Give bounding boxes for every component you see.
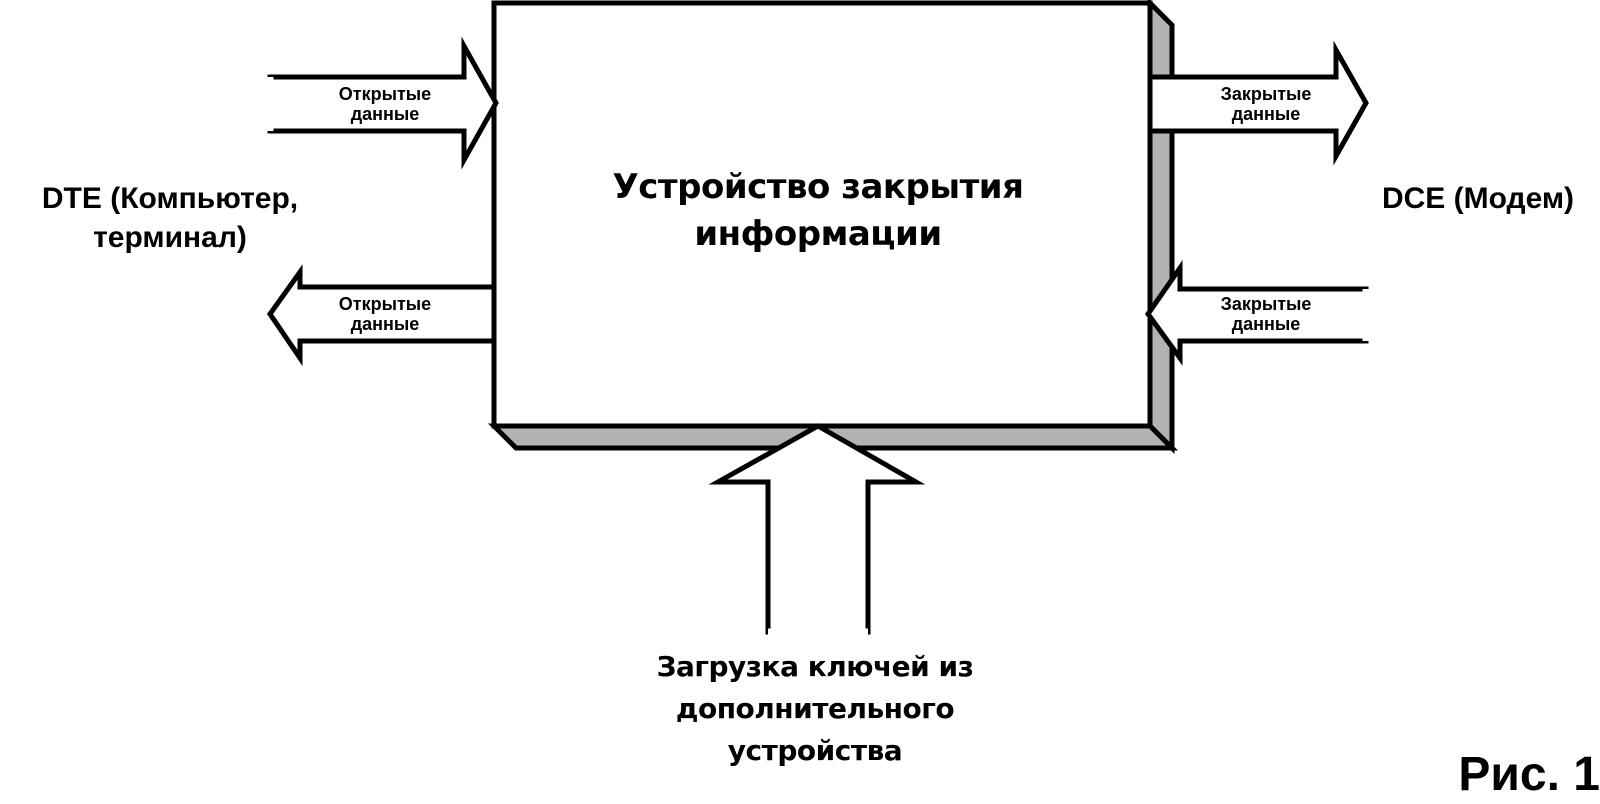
arrow-key-load	[708, 423, 926, 636]
arrow-left-out-label: Открытые данные	[305, 294, 465, 334]
dce-label-line1: DCE (Модем)	[1381, 182, 1575, 215]
arrow-left-in-label-line1: Открытые	[338, 84, 432, 104]
arrow-right-in-label-line1: Закрытые	[1220, 294, 1312, 314]
dte-label: DTE (Компьютер, терминал)	[0, 179, 340, 257]
main-block-label-line1: Устройство закрытия	[612, 167, 1024, 207]
arrow-right-in	[1144, 260, 1370, 366]
arrow-right-out-label: Закрытые данные	[1186, 84, 1346, 124]
key-source-label: Загрузка ключей из дополнительного устро…	[605, 646, 1025, 772]
key-source-label-line3: устройства	[727, 734, 903, 767]
arrow-left-in-label-line2: данные	[350, 104, 420, 125]
key-source-label-line2: дополнительного	[675, 692, 955, 725]
arrow-right-in-label-line2: данные	[1231, 314, 1301, 335]
main-block	[491, 0, 1153, 429]
key-source-label-line1: Загрузка ключей из	[656, 650, 974, 683]
main-block-label: Устройство закрытия информации	[538, 164, 1098, 258]
arrow-left-out-label-line2: данные	[350, 314, 420, 335]
arrow-left-in-label: Открытые данные	[305, 84, 465, 124]
arrow-right-out	[1147, 40, 1369, 166]
arrow-right-out-label-line1: Закрытые	[1220, 84, 1312, 104]
dte-label-line1: DTE (Компьютер,	[41, 182, 299, 215]
dce-label: DCE (Модем)	[1356, 179, 1600, 218]
figure-caption: Рис. 1	[1458, 748, 1600, 801]
main-block-shadow-right	[1147, 0, 1175, 455]
arrow-left-out-label-line1: Открытые	[338, 294, 432, 314]
arrow-left-out	[266, 264, 497, 367]
main-block-label-line2: информации	[694, 213, 942, 254]
dte-label-line2: терминал)	[93, 221, 247, 254]
arrow-right-out-label-line2: данные	[1231, 104, 1301, 125]
arrow-right-in-label: Закрытые данные	[1186, 294, 1346, 334]
arrow-left-in	[266, 36, 499, 170]
